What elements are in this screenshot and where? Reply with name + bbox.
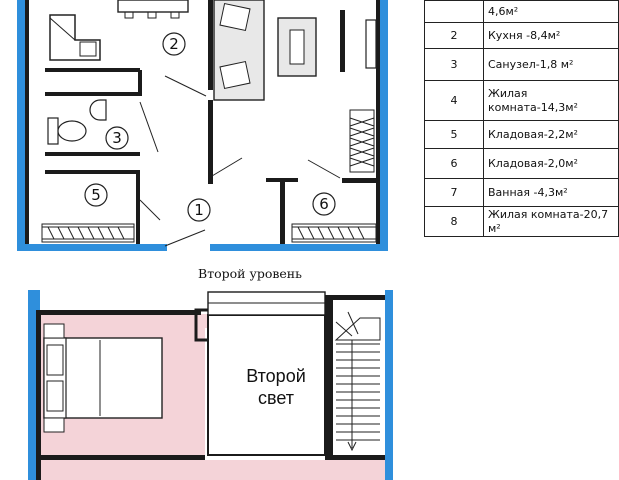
legend-num: 8 xyxy=(424,206,484,237)
legend-row: 4,6м² xyxy=(424,0,619,23)
room-marker-5: 5 xyxy=(84,183,108,207)
staircase-icon xyxy=(334,311,381,452)
room-marker-6: 6 xyxy=(312,192,336,216)
legend-text: Кухня -8,4м² xyxy=(483,22,619,49)
legend-num: 6 xyxy=(424,148,484,179)
legend-num xyxy=(424,0,484,23)
second-light-label-1: Второй xyxy=(246,366,306,386)
level-caption: Второй уровень xyxy=(198,266,302,281)
legend-text: Санузел-1,8 м² xyxy=(483,48,619,81)
legend-text: Ванная -4,3м² xyxy=(483,178,619,207)
outer-wall-left xyxy=(17,0,25,250)
legend-text: Жилая комната-14,3м² xyxy=(483,80,619,121)
bathroom-wall xyxy=(45,152,140,156)
room-marker-2: 2 xyxy=(162,32,186,56)
room-number-5: 5 xyxy=(91,186,101,204)
tv-stand-icon xyxy=(365,19,377,69)
shelves-icon-5 xyxy=(41,223,135,243)
outer-wall-bottom-left xyxy=(17,244,167,251)
second-light-label-2: свет xyxy=(258,388,294,408)
outer-wall-left-2 xyxy=(28,290,36,480)
legend-text: Кладовая-2,0м² xyxy=(483,148,619,179)
sofa-icon xyxy=(213,0,265,101)
outer-wall-right xyxy=(380,0,388,251)
room-number-6: 6 xyxy=(319,195,329,213)
storage-wall xyxy=(136,172,140,244)
door-swings xyxy=(139,75,341,247)
dining-table-icon xyxy=(117,0,189,19)
second-light-void xyxy=(207,314,326,456)
outer-wall-right-2 xyxy=(385,290,393,480)
toilet-icon xyxy=(47,117,87,145)
legend-text: 4,6м² xyxy=(483,0,619,23)
second-level-plan: Второй свет xyxy=(28,290,393,480)
legend-text: Кладовая-2,2м² xyxy=(483,120,619,149)
legend-num: 2 xyxy=(424,22,484,49)
bed-icon xyxy=(43,323,163,433)
room-number-2: 2 xyxy=(169,35,179,53)
legend-num: 7 xyxy=(424,178,484,207)
legend-num: 5 xyxy=(424,120,484,149)
first-level-plan: 2 3 5 1 6 xyxy=(17,0,388,251)
shelves-icon-6 xyxy=(291,223,377,243)
legend-num: 4 xyxy=(424,80,484,121)
room-number-1: 1 xyxy=(194,201,204,219)
legend-text: Жилая комната-20,7 м² xyxy=(483,206,619,237)
legend-num: 3 xyxy=(424,48,484,81)
room-marker-1: 1 xyxy=(187,198,211,222)
sink-icon xyxy=(89,99,107,121)
room-marker-3: 3 xyxy=(105,126,129,150)
stove-icon xyxy=(79,41,97,57)
outer-wall-bottom-right xyxy=(210,244,388,251)
wardrobe-icon xyxy=(349,109,375,173)
living-room-wall xyxy=(208,0,213,90)
room-number-3: 3 xyxy=(112,129,122,147)
kitchen-wall xyxy=(45,68,140,72)
kitchen-counter xyxy=(49,14,101,61)
